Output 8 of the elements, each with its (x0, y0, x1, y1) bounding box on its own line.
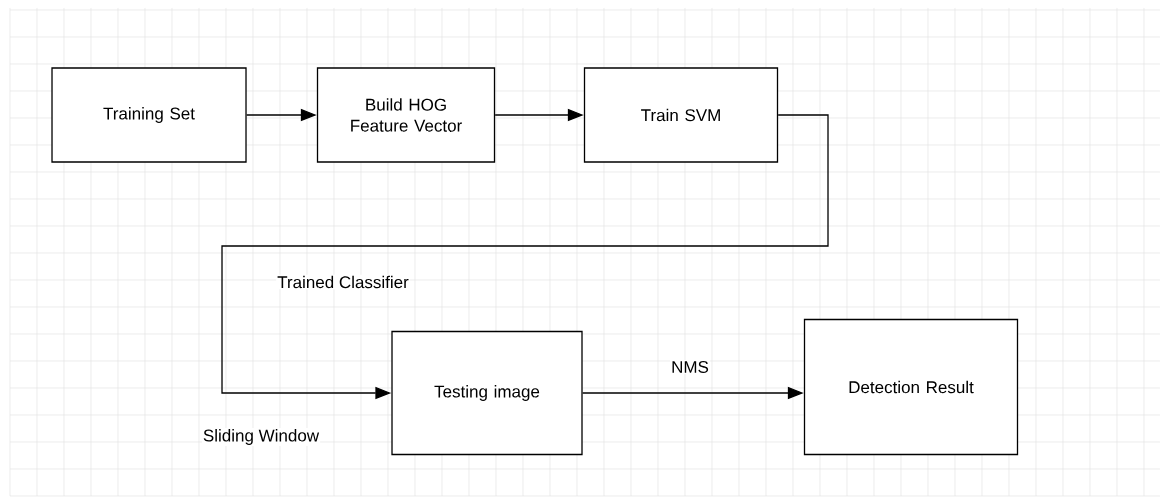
annotation-text: Sliding Window (201, 428, 321, 446)
process-box: Detection Result (803, 318, 1019, 456)
process-box: Build HOG Feature Vector (316, 67, 496, 163)
process-box: Training Set (51, 67, 247, 163)
process-box: Train SVM (583, 67, 779, 163)
edge-label: NMS (670, 360, 710, 374)
edge-label: Trained Classifier (276, 274, 410, 290)
process-box: Testing image (391, 330, 583, 456)
